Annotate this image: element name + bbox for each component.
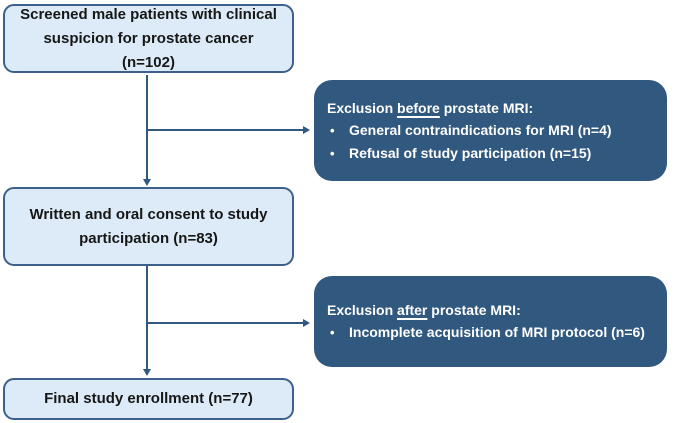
exclusion-after-title-prefix: Exclusion xyxy=(327,302,398,318)
exclusion-after-bullet-1: • Incomplete acquisition of MRI protocol… xyxy=(327,321,659,344)
exclusion-box-before-mri: Exclusion before prostate MRI: • General… xyxy=(314,80,667,181)
arrowhead-down-consent-icon xyxy=(143,179,151,186)
exclusion-before-title-underlined-word: before xyxy=(397,99,440,116)
connector-screened-to-consent xyxy=(146,75,148,180)
exclusion-before-bullet-2: • Refusal of study participation (n=15) xyxy=(327,142,659,165)
exclusion-before-bullet-2-text: Refusal of study participation (n=15) xyxy=(349,144,592,161)
connector-consent-to-exclusion-after xyxy=(147,322,304,324)
exclusion-after-title: Exclusion after prostate MRI: xyxy=(327,299,659,321)
flow-box-screened: Screened male patients with clinical sus… xyxy=(3,4,294,73)
arrowhead-right-exclusion-before-icon xyxy=(303,126,310,134)
connector-screened-to-exclusion-before xyxy=(147,129,304,131)
exclusion-after-bullet-1-text: Incomplete acquisition of MRI protocol (… xyxy=(349,324,645,340)
arrowhead-right-exclusion-after-icon xyxy=(303,319,310,327)
connector-consent-to-final xyxy=(146,266,148,370)
flow-box-consent: Written and oral consent to study partic… xyxy=(3,187,294,266)
exclusion-after-title-suffix: prostate MRI: xyxy=(427,302,521,318)
bullet-icon: • xyxy=(330,325,335,340)
arrowhead-down-final-icon xyxy=(143,369,151,376)
bullet-icon: • xyxy=(330,122,335,138)
exclusion-before-bullet-1-text: General contraindications for MRI (n=4) xyxy=(349,121,612,138)
flow-box-consent-label: Written and oral consent to study partic… xyxy=(29,205,268,247)
exclusion-before-title: Exclusion before prostate MRI: xyxy=(327,97,659,119)
exclusion-box-after-mri: Exclusion after prostate MRI: • Incomple… xyxy=(314,276,667,367)
flow-box-screened-label: Screened male patients with clinical sus… xyxy=(20,5,277,71)
exclusion-after-title-underlined-word: after xyxy=(397,302,428,318)
exclusion-before-title-suffix: prostate MRI: xyxy=(439,99,534,116)
flow-box-final: Final study enrollment (n=77) xyxy=(3,378,294,420)
exclusion-before-title-prefix: Exclusion xyxy=(327,99,398,116)
exclusion-before-bullet-1: • General contraindications for MRI (n=4… xyxy=(327,119,659,142)
bullet-icon: • xyxy=(330,145,335,161)
flow-box-final-label: Final study enrollment (n=77) xyxy=(44,390,253,407)
